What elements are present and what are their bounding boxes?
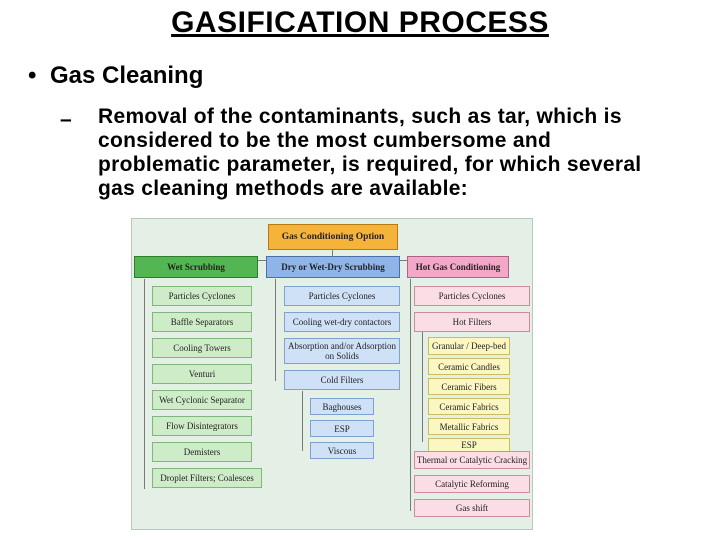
connector-line [144, 279, 145, 489]
hot-sub-item: Ceramic Fibers [428, 378, 510, 395]
dry-item: Cooling wet-dry contactors [284, 312, 400, 332]
wet-item: Baffle Separators [152, 312, 252, 332]
hot-sub-item: Granular / Deep-bed [428, 337, 510, 355]
connector-line [332, 250, 333, 260]
header-hot-gas-conditioning: Hot Gas Conditioning [407, 256, 509, 278]
description-paragraph: Removal of the contaminants, such as tar… [98, 105, 718, 201]
bullet-heading: • Gas Cleaning [28, 62, 203, 90]
dry-item: Particles Cyclones [284, 286, 400, 306]
hot-sub-item: Ceramic Fabrics [428, 398, 510, 415]
hot-item: Gas shift [414, 499, 530, 517]
connector-line [302, 391, 303, 451]
root-box: Gas Conditioning Option [268, 224, 398, 250]
wet-item: Wet Cyclonic Separator [152, 390, 252, 410]
hot-item: Hot Filters [414, 312, 530, 332]
hot-sub-item: Metallic Fabrics [428, 418, 510, 435]
wet-item: Venturi [152, 364, 252, 384]
dry-item: Cold Filters [284, 370, 400, 390]
paragraph-line: gas cleaning methods are available: [98, 177, 468, 200]
sub-bullet-dash: – [60, 108, 72, 131]
bullet-dot: • [28, 62, 37, 89]
paragraph-line: problematic parameter, is required, for … [98, 153, 642, 176]
hot-item: Catalytic Reforming [414, 475, 530, 493]
header-wet-scrubbing: Wet Scrubbing [134, 256, 258, 278]
header-dry-scrubbing: Dry or Wet-Dry Scrubbing [266, 256, 400, 278]
gas-conditioning-diagram: Gas Conditioning Option Wet Scrubbing Dr… [131, 218, 533, 530]
hot-sub-item: Ceramic Candles [428, 358, 510, 375]
dry-sub-item: ESP [310, 420, 374, 437]
hot-item: Thermal or Catalytic Cracking [414, 451, 530, 469]
connector-line [410, 279, 411, 511]
wet-item: Cooling Towers [152, 338, 252, 358]
connector-line [275, 279, 276, 381]
connector-line [422, 332, 423, 442]
wet-item: Flow Disintegrators [152, 416, 252, 436]
dry-sub-item: Viscous [310, 442, 374, 459]
wet-item: Droplet Filters; Coalesces [152, 468, 262, 488]
hot-sub-item: ESP [428, 438, 510, 452]
paragraph-line: Removal of the contaminants, such as tar… [98, 105, 622, 128]
hot-item: Particles Cyclones [414, 286, 530, 306]
bullet-text: Gas Cleaning [50, 62, 204, 89]
paragraph-line: considered to be the most cumbersome and [98, 129, 552, 152]
dry-item: Absorption and/or Adsorption on Solids [284, 338, 400, 364]
wet-item: Demisters [152, 442, 252, 462]
dry-sub-item: Baghouses [310, 398, 374, 415]
slide-title: GASIFICATION PROCESS [171, 6, 549, 39]
wet-item: Particles Cyclones [152, 286, 252, 306]
